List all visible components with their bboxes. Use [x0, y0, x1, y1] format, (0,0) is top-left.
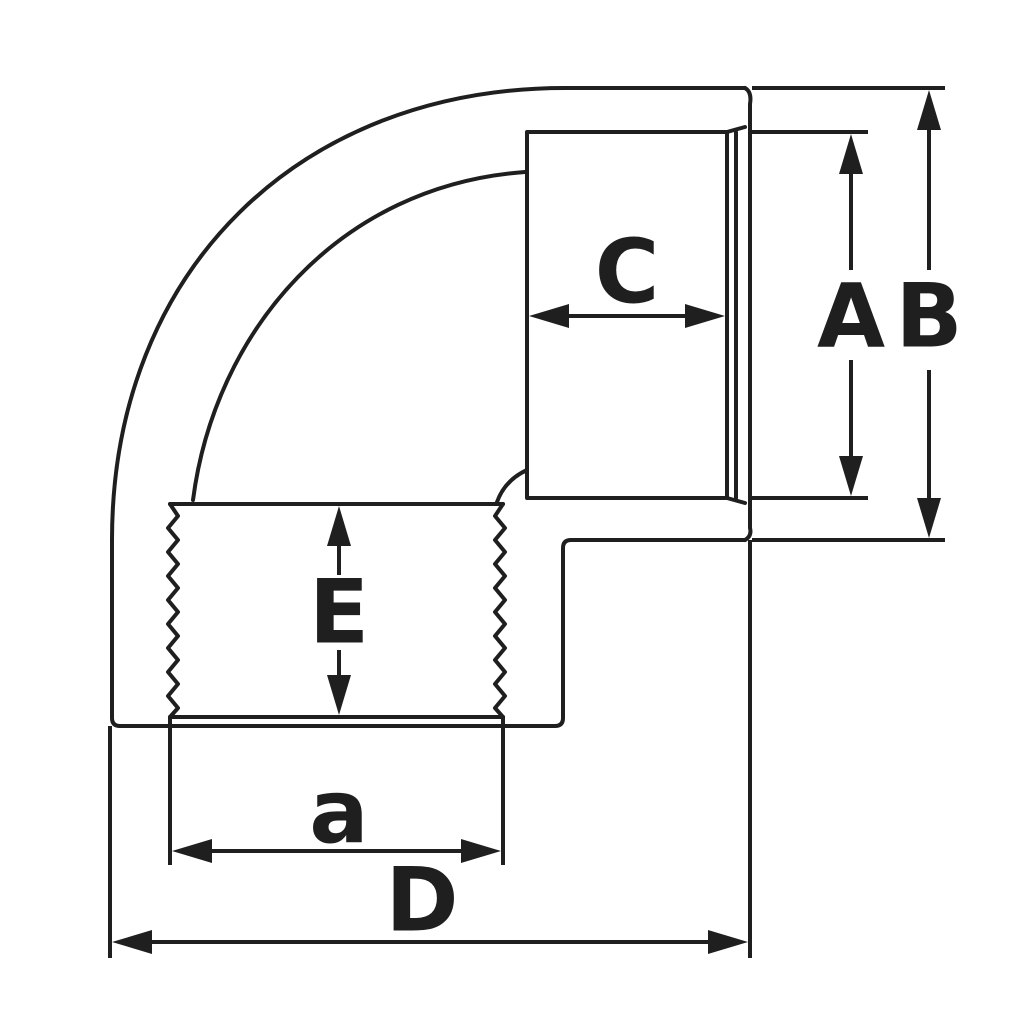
- dimension-a: A: [817, 134, 885, 496]
- arrowhead: [917, 90, 941, 130]
- arrowhead: [917, 498, 941, 538]
- arrowhead: [839, 456, 863, 496]
- dimension-c: C: [529, 221, 725, 328]
- arrowhead: [461, 839, 501, 863]
- arrowhead: [839, 134, 863, 174]
- label-e: E: [309, 561, 369, 664]
- label-c: C: [595, 221, 660, 324]
- left-outer-wall: [110, 538, 747, 728]
- arrowhead: [685, 304, 725, 328]
- right-end-face: [743, 86, 753, 542]
- label-b: B: [895, 265, 962, 368]
- thread-right-zigzag: [493, 502, 507, 719]
- label-a-lower: a: [309, 761, 368, 864]
- inner-bend-curve: [191, 170, 527, 502]
- arrowhead: [708, 930, 748, 954]
- elbow-body: [110, 86, 753, 728]
- dimension-a-lower: a: [172, 761, 501, 864]
- label-a-upper: A: [817, 265, 885, 368]
- dimension-e: E: [309, 506, 369, 715]
- arrowhead: [327, 675, 351, 715]
- arrowhead: [172, 839, 212, 863]
- arrowhead: [327, 506, 351, 546]
- dimension-b: B: [895, 90, 963, 538]
- thread-left-zigzag: [166, 502, 180, 719]
- arrowhead: [529, 304, 569, 328]
- arrowhead: [112, 930, 152, 954]
- outer-bend-curve: [110, 86, 747, 542]
- dimension-d: D: [112, 849, 748, 954]
- socket-fillet: [495, 468, 529, 504]
- socket-lip: [725, 125, 747, 505]
- label-d: D: [385, 849, 458, 952]
- extension-lines: [108, 86, 945, 958]
- socket-bore: [525, 130, 729, 500]
